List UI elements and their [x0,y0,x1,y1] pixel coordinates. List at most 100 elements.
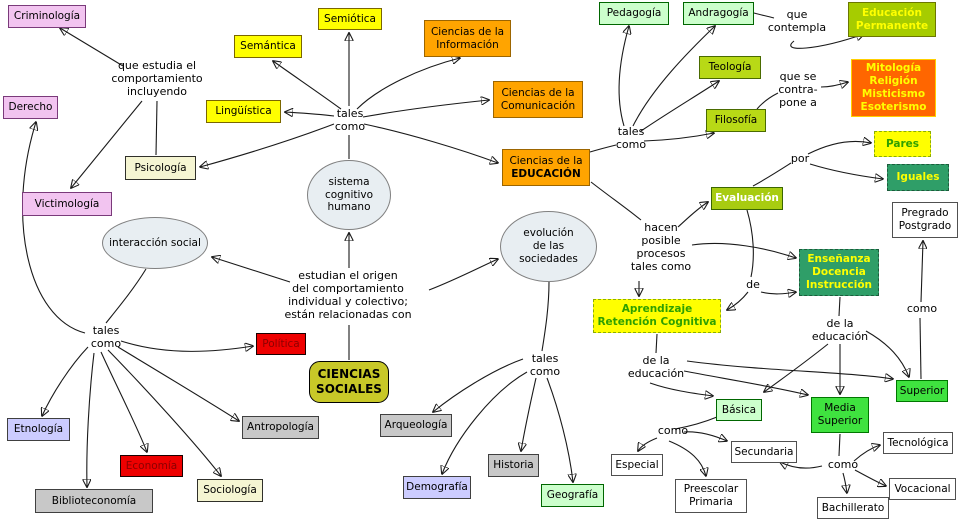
concept-pregrado-line: Postgrado [898,220,952,232]
edge-L16-secundaria [780,462,823,468]
edge-L12-media_superior [683,370,808,395]
concept-demografia[interactable]: Demografía [403,476,471,499]
concept-preescolar-line: Preescolar [683,483,739,496]
concept-filosofia[interactable]: Filosofía [706,109,766,132]
concept-secundaria[interactable]: Secundaria [731,441,797,463]
concept-economia[interactable]: Economía [120,455,183,477]
linking-phrase-L16[interactable]: como [827,458,859,471]
linking-phrase-L6[interactable]: por [790,152,810,165]
concept-psicologia-line: Psicología [134,161,187,174]
concept-arqueologia[interactable]: Arqueología [380,414,452,437]
concept-victimologia[interactable]: Victimología [22,192,112,216]
edge-L5-mitologia [820,82,848,87]
concept-criminologia[interactable]: Criminología [8,5,86,28]
concept-evolucion-line: sociedades [519,252,578,265]
concept-derecho-line: Derecho [8,101,53,114]
concept-especial[interactable]: Especial [611,454,663,476]
concept-historia[interactable]: Historia [488,454,539,477]
concept-bachillerato[interactable]: Bachillerato [817,497,889,519]
concept-biblioteconomia[interactable]: Biblioteconomía [35,489,153,513]
concept-criminologia-line: Criminología [13,10,81,23]
linking-phrase-L5[interactable]: que se contra- pone a [778,70,818,109]
edge-L10-derecho [22,122,86,334]
concept-c_comunicacion-line: Ciencias de la [501,86,575,99]
edge-L6-pares [807,141,871,155]
edge-L1-criminologia [60,28,124,67]
linking-phrase-L13[interactable]: de la educación [811,317,869,343]
concept-vocacional[interactable]: Vocacional [889,478,956,500]
edge-L4-educ_permanente [790,34,864,49]
concept-iguales[interactable]: Iguales [887,164,949,191]
concept-especial-line: Especial [615,458,659,471]
concept-antropologia-line: Antropología [247,421,314,434]
concept-iguales-line: Iguales [896,171,940,184]
concept-ciencias_sociales-line: SOCIALES [316,382,382,396]
concept-superior[interactable]: Superior [896,380,948,402]
edge-L10-etnologia [42,346,89,416]
linking-phrase-L14[interactable]: como [906,302,938,315]
edge-evaluacion-L6 [752,162,792,187]
linking-phrase-L8[interactable]: de [746,278,760,291]
concept-biblioteconomia-line: Biblioteconomía [51,494,137,507]
concept-pedagogia[interactable]: Pedagogía [599,2,669,25]
concept-teologia[interactable]: Teología [699,56,761,79]
concept-geografia[interactable]: Geografía [541,484,604,507]
edge-c_educacion-L7 [590,181,642,221]
edge-ensenanza-L13 [838,296,841,317]
concept-andragogia-line: Andragogía [688,7,749,20]
concept-mitologia-line: Mitología [865,62,922,75]
concept-semantica[interactable]: Semántica [234,35,302,58]
concept-derecho[interactable]: Derecho [3,96,58,119]
concept-linguistica[interactable]: Lingüística [206,100,281,123]
concept-semiotica[interactable]: Semiótica [318,8,382,30]
linking-phrase-L12[interactable]: de la educación [627,354,685,380]
concept-basica[interactable]: Básica [716,399,762,421]
linking-phrase-L4[interactable]: que contempla [767,8,827,34]
edge-L7-ensenanza [691,242,796,258]
edge-L2-psicologia [200,123,335,167]
concept-c_informacion-line: Información [436,38,499,51]
concept-andragogia[interactable]: Andragogía [683,2,754,25]
linking-phrase-L1[interactable]: que estudia el comportamiento incluyendo [111,59,203,98]
edge-filosofia-L5 [756,92,779,110]
linking-phrase-L11[interactable]: tales como [529,352,561,378]
concept-pares[interactable]: Pares [874,131,931,157]
edge-L10-antropologia [117,346,239,421]
concept-c_educacion-line: Ciencias de la [509,154,583,167]
concept-sociologia[interactable]: Sociología [197,479,263,502]
concept-politica[interactable]: Política [256,333,306,355]
concept-interaccion[interactable]: interacción social [102,217,208,269]
concept-bachillerato-line: Bachillerato [821,501,885,514]
concept-etnologia[interactable]: Etnología [7,418,70,441]
concept-media_superior-line: Media [824,402,856,415]
concept-vocacional-line: Vocacional [894,482,951,495]
concept-geografia-line: Geografía [546,489,599,502]
concept-politica-line: Política [262,337,300,350]
linking-phrase-L3[interactable]: tales como [615,125,647,151]
concept-tecnologica[interactable]: Tecnológica [883,432,953,454]
linking-phrase-L9[interactable]: estudian el origen del comportamiento in… [284,269,412,321]
linking-phrase-L10[interactable]: tales como [90,324,122,350]
concept-antropologia[interactable]: Antropología [242,416,319,439]
linking-phrase-L15[interactable]: como [657,424,689,437]
concept-evaluacion[interactable]: Evaluación [711,187,783,210]
edge-L12-superior [686,360,893,379]
linking-phrase-L2[interactable]: tales como [334,107,366,133]
linking-phrase-L7[interactable]: hacen posible procesos tales como [630,221,692,273]
edge-L7-evaluacion [677,202,708,228]
concept-psicologia[interactable]: Psicología [125,156,196,180]
edge-L2-c_informacion [356,58,460,110]
